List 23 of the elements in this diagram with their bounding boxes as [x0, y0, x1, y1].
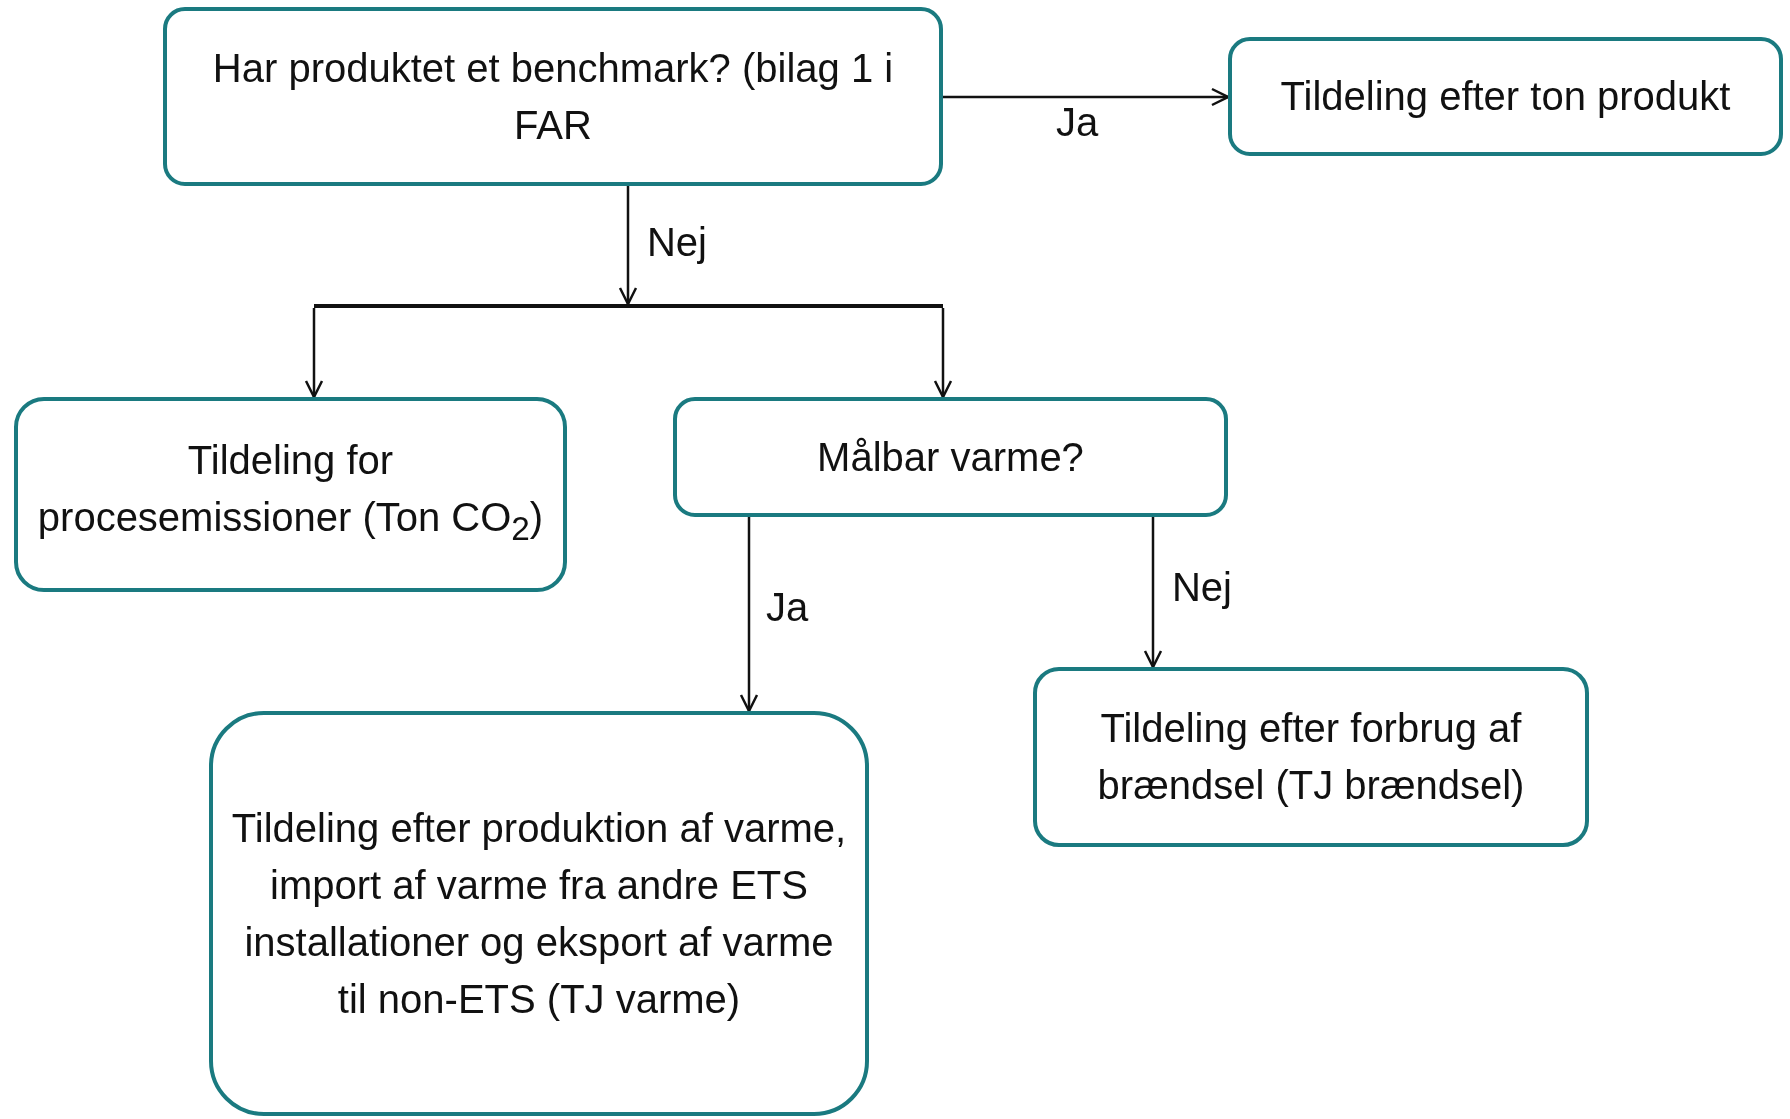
box-text: Tildeling efter forbrug af brændsel (TJ brændsel)	[1096, 705, 1526, 809]
box-text: Har produktet et benchmark? (bilag 1 i FAR	[211, 44, 895, 149]
edge-label: Nej	[1172, 564, 1232, 611]
arrow	[933, 308, 953, 399]
arrow	[943, 87, 1230, 107]
arrow	[739, 517, 759, 713]
split-bar	[314, 304, 943, 308]
process-box	[673, 397, 1228, 517]
process-box	[163, 7, 943, 186]
box-text: Tildeling for procesemissioner (Ton CO$_{2}$)	[36, 437, 545, 549]
process-box	[1228, 37, 1783, 156]
box-text: Tildeling efter produktion af varme, import af varme fra andre ETS installationer og eksport af varme til non-ETS (TJ varme)	[230, 804, 848, 1023]
edge-label: Ja	[765, 584, 809, 631]
edge-label: Nej	[647, 219, 707, 266]
box-text: Målbar varme?	[817, 433, 1084, 481]
box-text: Tildeling efter ton produkt	[1280, 73, 1731, 120]
process-box	[14, 397, 567, 592]
process-box	[209, 711, 869, 1116]
process-box	[1033, 667, 1589, 847]
edge-label: Ja	[1055, 99, 1099, 146]
arrow	[1143, 517, 1163, 669]
arrow	[304, 308, 324, 399]
arrow	[618, 186, 638, 306]
